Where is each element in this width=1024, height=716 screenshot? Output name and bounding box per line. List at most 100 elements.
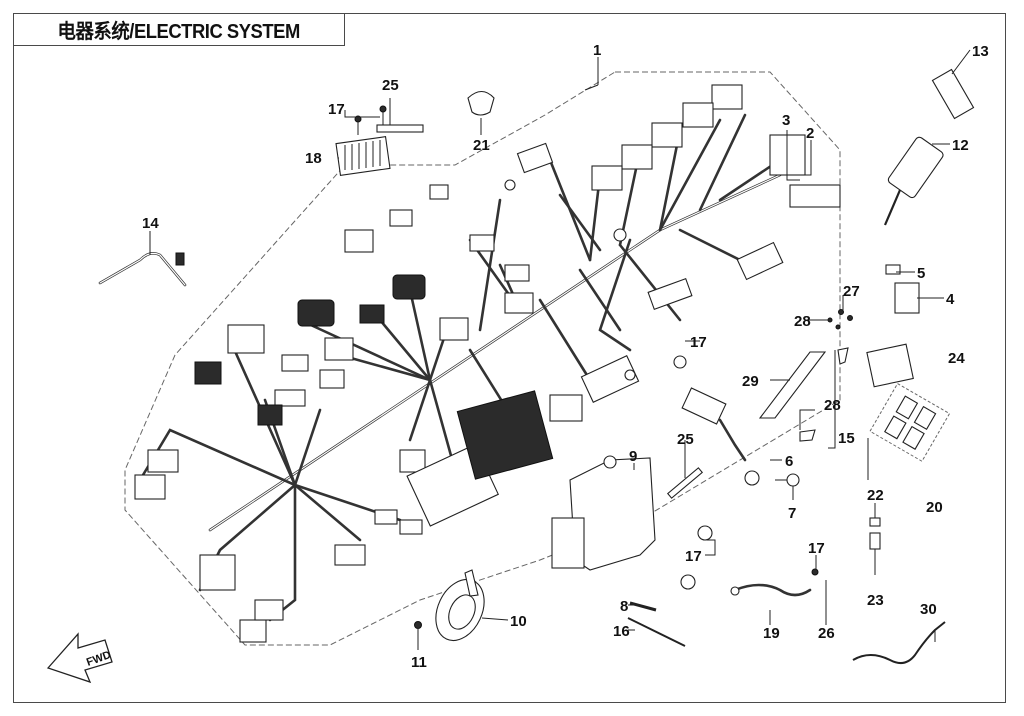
battery <box>866 343 914 388</box>
callout-27: 27 <box>843 283 860 300</box>
callout-17-ground: 17 <box>808 540 825 557</box>
ring-terminal <box>504 179 516 191</box>
connector <box>389 209 413 227</box>
connector <box>297 299 335 327</box>
ecu <box>551 455 656 571</box>
callout-16: 16 <box>613 623 630 640</box>
ring-terminal <box>624 369 636 381</box>
callout-17-ecu: 17 <box>685 548 702 565</box>
callout-14: 14 <box>142 215 159 232</box>
connector <box>399 519 423 535</box>
cable-tie <box>627 617 686 647</box>
connector <box>439 317 469 341</box>
wire-harness <box>138 113 782 622</box>
horn <box>435 569 485 642</box>
callout-12: 12 <box>952 137 969 154</box>
connector <box>392 274 426 300</box>
bracket <box>799 429 816 442</box>
harness-boundary <box>124 71 841 646</box>
cable-tie <box>666 467 704 499</box>
connector <box>651 122 683 148</box>
screws <box>827 309 853 330</box>
callout-23: 23 <box>867 592 884 609</box>
ecu-connector-block <box>456 390 554 480</box>
connector <box>516 142 554 174</box>
wire <box>852 621 946 665</box>
connector <box>549 394 583 422</box>
bolt <box>414 621 422 629</box>
pad-sheet <box>869 382 951 462</box>
sensor-cable <box>98 252 187 287</box>
connector <box>469 234 495 252</box>
connector <box>591 165 623 191</box>
connector <box>374 509 398 525</box>
callout-28-upper: 28 <box>794 313 811 330</box>
bracket <box>837 347 849 365</box>
callout-5: 5 <box>917 265 925 282</box>
bolt <box>379 105 387 125</box>
connector <box>281 354 309 372</box>
connector <box>227 324 265 354</box>
bolt <box>629 601 657 612</box>
callout-29: 29 <box>742 373 759 390</box>
diagram-frame <box>13 13 1006 703</box>
connector <box>504 292 534 314</box>
callout-3: 3 <box>782 112 790 129</box>
fuse-card <box>931 68 975 120</box>
callout-19: 19 <box>763 625 780 642</box>
callout-18: 18 <box>305 150 322 167</box>
callout-30: 30 <box>920 601 937 618</box>
connector <box>147 449 179 473</box>
connector <box>319 369 345 389</box>
callout-9: 9 <box>629 448 637 465</box>
fuse-box-tray <box>789 184 841 208</box>
callout-17-harness: 17 <box>690 334 707 351</box>
callout-1: 1 <box>593 42 601 59</box>
connector <box>254 599 284 621</box>
callout-25-ecu: 25 <box>677 431 694 448</box>
callout-17-regulator: 17 <box>328 101 345 118</box>
callout-24: 24 <box>948 350 965 367</box>
callout-10: 10 <box>510 613 527 630</box>
ring-terminal <box>673 355 687 369</box>
sensor <box>869 532 881 550</box>
callout-4: 4 <box>946 291 955 308</box>
title-box: 电器系统/ELECTRIC SYSTEM <box>13 13 345 46</box>
ring-terminal <box>613 228 627 242</box>
connector <box>359 304 385 324</box>
bolt <box>697 525 713 541</box>
callout-13: 13 <box>972 43 989 60</box>
relay <box>894 282 920 314</box>
harness-connectors <box>134 84 841 643</box>
ignition-cap <box>467 90 495 116</box>
callout-2: 2 <box>806 125 814 142</box>
page-title: 电器系统/ELECTRIC SYSTEM <box>57 20 300 43</box>
forward-arrow: FWD <box>46 632 113 684</box>
callout-21: 21 <box>473 137 490 154</box>
callout-25-regulator: 25 <box>382 77 399 94</box>
connector <box>580 355 640 403</box>
bolt <box>680 574 696 590</box>
connector <box>239 619 267 643</box>
connector <box>682 102 714 128</box>
connector <box>257 404 283 426</box>
callout-15: 15 <box>838 430 855 447</box>
control-module <box>883 136 944 226</box>
battery-strap <box>758 351 827 419</box>
connector <box>334 544 366 566</box>
connector <box>504 264 530 282</box>
callout-20: 20 <box>926 499 943 516</box>
regulator-rectifier <box>335 136 391 176</box>
connector <box>324 337 354 361</box>
callout-22: 22 <box>867 487 884 504</box>
callout-28-lower: 28 <box>824 397 841 414</box>
ground-cable <box>730 568 819 597</box>
relay-cover <box>885 264 901 275</box>
leader-lines <box>149 49 971 650</box>
cable-tie <box>376 124 424 133</box>
callout-6: 6 <box>785 453 793 470</box>
obd-connector <box>647 277 693 311</box>
connector <box>429 184 449 200</box>
